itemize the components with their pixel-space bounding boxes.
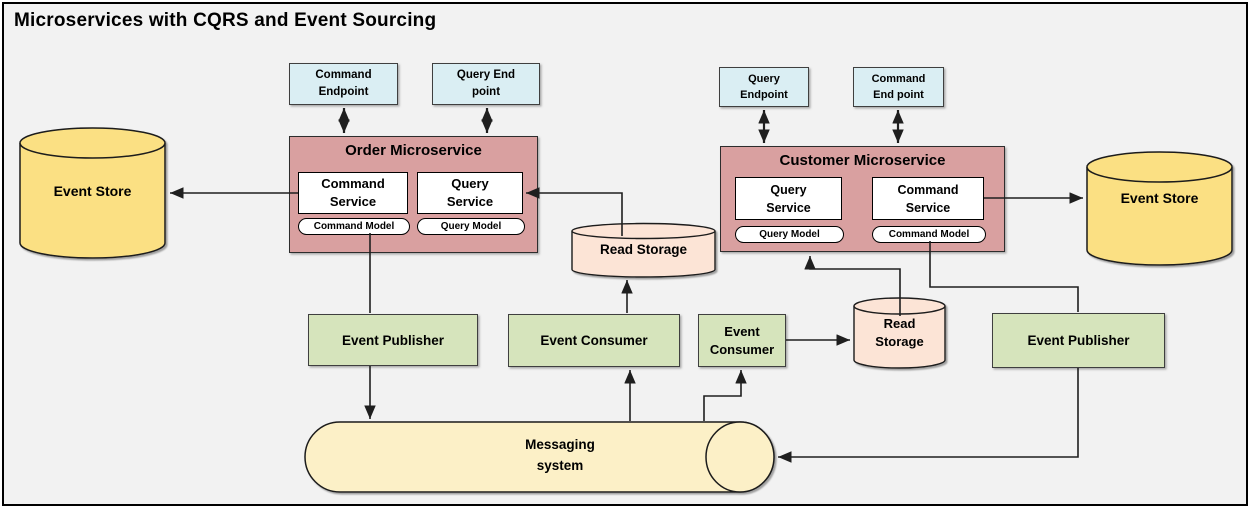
- order-query-model: Query Model: [417, 218, 525, 235]
- read-storage-right-label: Read Storage: [854, 315, 945, 351]
- event-publisher-right: Event Publisher: [992, 313, 1165, 368]
- order-query-service-line2: Service: [446, 194, 494, 209]
- read-storage-left-label: Read Storage: [599, 242, 688, 257]
- order-command-service-line1: Command: [321, 176, 385, 191]
- event-publisher-left: Event Publisher: [308, 314, 478, 366]
- customer-query-service-line1: Query: [770, 182, 807, 197]
- messaging-system-line2: system: [536, 458, 584, 473]
- messaging-system-label: Messaging system: [380, 434, 740, 476]
- customer-command-endpoint-line1: Command: [871, 73, 926, 85]
- event-consumer-right-line1: Event: [724, 323, 760, 339]
- customer-command-service-line1: Command: [897, 182, 959, 197]
- customer-query-endpoint-line1: Query: [748, 73, 780, 85]
- order-command-service-line2: Service: [329, 194, 377, 209]
- event-store-left-label: Event Store: [53, 183, 132, 199]
- customer-command-model: Command Model: [872, 226, 986, 243]
- customer-command-endpoint-line2: End point: [873, 89, 924, 101]
- order-command-endpoint-line2: Endpoint: [318, 86, 369, 98]
- order-query-service: Query Service: [417, 172, 523, 214]
- order-command-service: Command Service: [298, 172, 408, 214]
- event-publisher-right-label: Event Publisher: [1027, 333, 1130, 348]
- diagram-title: Microservices with CQRS and Event Sourci…: [14, 10, 437, 31]
- customer-query-endpoint-line2: Endpoint: [740, 89, 788, 101]
- read-storage-right-line2: Storage: [875, 334, 924, 349]
- event-publisher-left-label: Event Publisher: [341, 332, 445, 348]
- customer-query-endpoint: Query Endpoint: [719, 67, 809, 107]
- customer-query-service: Query Service: [735, 177, 842, 220]
- read-storage-right-line1: Read: [883, 316, 916, 331]
- order-query-endpoint: Query End point: [432, 63, 540, 105]
- order-command-endpoint: Command Endpoint: [289, 63, 398, 105]
- customer-query-model: Query Model: [735, 226, 844, 243]
- event-consumer-left-label: Event Consumer: [540, 333, 648, 348]
- event-consumer-right-line2: Consumer: [709, 341, 775, 357]
- event-store-right-label: Event Store: [1120, 190, 1199, 206]
- messaging-system-line1: Messaging: [525, 437, 595, 452]
- order-command-endpoint-line1: Command: [315, 69, 372, 81]
- customer-microservice-title: Customer Microservice: [779, 152, 946, 169]
- order-query-service-line1: Query: [451, 176, 489, 191]
- customer-command-service: Command Service: [872, 177, 984, 220]
- order-query-endpoint-line2: point: [471, 86, 501, 98]
- order-query-endpoint-line1: Query End: [456, 69, 516, 81]
- event-consumer-right: Event Consumer: [698, 314, 786, 367]
- customer-query-service-line2: Service: [766, 200, 811, 215]
- order-command-model: Command Model: [298, 218, 410, 235]
- event-consumer-left: Event Consumer: [508, 314, 680, 367]
- customer-command-endpoint: Command End point: [853, 67, 944, 107]
- order-microservice-title: Order Microservice: [345, 142, 482, 159]
- customer-command-service-line2: Service: [905, 200, 951, 215]
